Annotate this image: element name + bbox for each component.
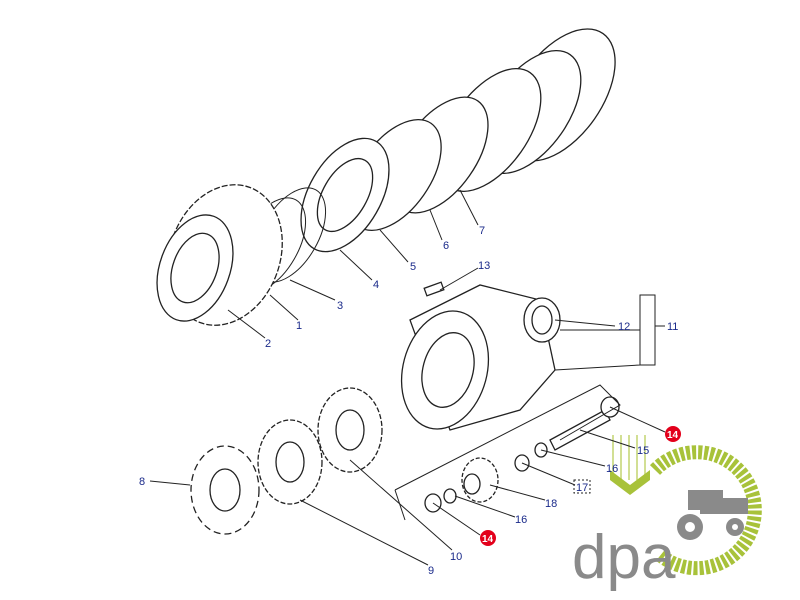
gears-lower [190,387,620,535]
label-2: 2 [265,338,271,350]
clutch-discs [233,28,616,293]
badge-14-right [665,426,681,442]
label-15: 15 [637,445,649,457]
label-13: 13 [478,260,490,272]
label-10: 10 [450,551,462,563]
label-6: 6 [443,240,449,252]
label-14-right: 14 [667,430,679,441]
label-5: 5 [410,261,416,273]
badge-14-left [480,530,496,546]
label-8: 8 [139,476,145,488]
label-17: 17 [576,482,588,494]
leader-lines [149,189,666,566]
dpa-logo: dpa [572,435,762,592]
part-labels: 1 2 3 4 5 6 7 8 9 10 11 12 13 14 14 15 1… [139,225,681,577]
label-4: 4 [373,279,379,291]
label-7: 7 [479,225,485,237]
drum-gear [156,184,283,326]
label-14-left: 14 [482,534,494,545]
label-1: 1 [296,320,302,332]
label-16-left: 16 [515,514,527,526]
housing [400,281,561,431]
logo-text: dpa [572,523,676,592]
label-12: 12 [618,321,630,333]
label-9: 9 [428,565,434,577]
label-16-right: 16 [606,463,618,475]
label-18: 18 [545,498,557,510]
label-11: 11 [667,321,678,333]
label-3: 3 [337,300,343,312]
